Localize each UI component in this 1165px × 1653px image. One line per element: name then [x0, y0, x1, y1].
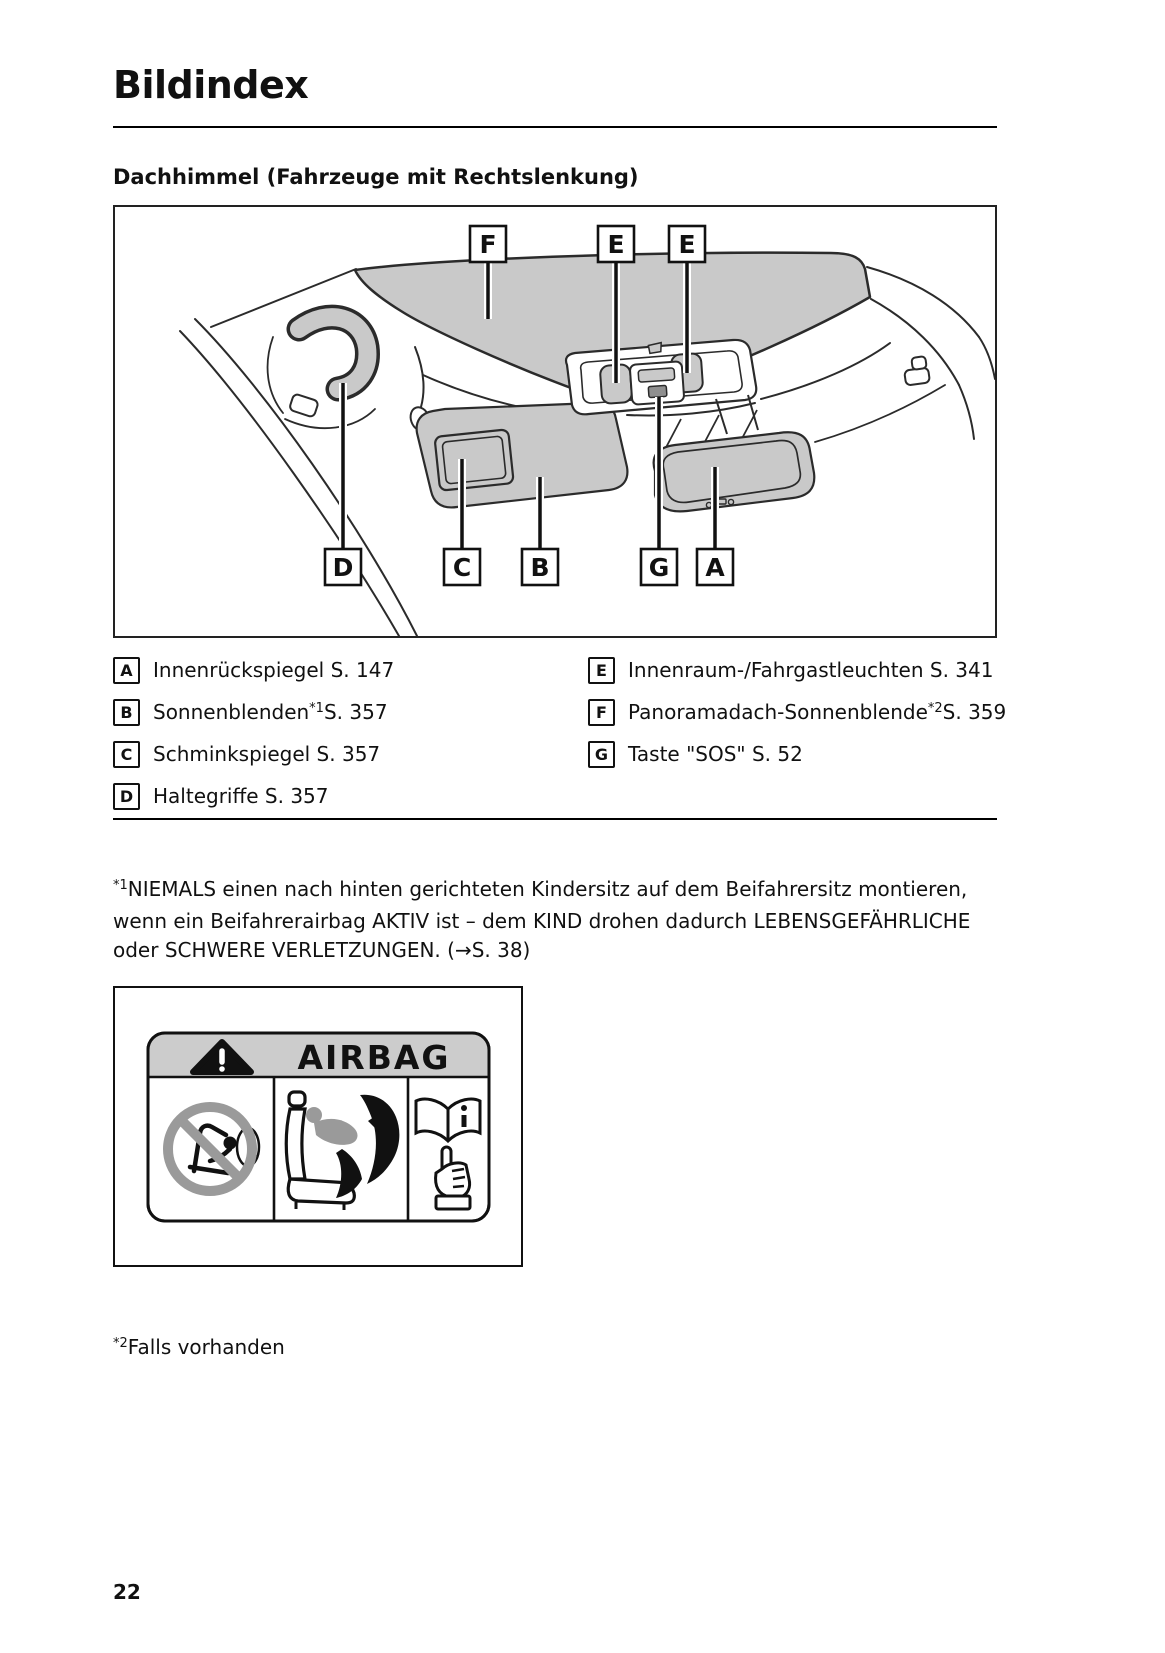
legend-text-F: Panoramadach-Sonnenblende*2S. 359 [628, 700, 1007, 724]
read-manual-pointing-hand-icon [414, 1097, 481, 1210]
page-title: Bildindex [113, 63, 309, 108]
no-rearfacing-child-seat-icon [162, 1101, 260, 1196]
callout-B: B [530, 553, 549, 582]
airbag-deployment-seat-icon [284, 1089, 399, 1210]
legend-item-B: B Sonnenblenden*1S. 357 [113, 698, 583, 726]
legend-key-A: A [113, 656, 140, 684]
callout-C: C [453, 553, 471, 582]
footnote-1-text: NIEMALS einen nach hinten gerichteten Ki… [113, 877, 971, 962]
airbag-warning-figure: AIRBAG [113, 986, 523, 1267]
sos-button [647, 384, 668, 399]
legend-text-B: Sonnenblenden*1S. 357 [153, 700, 388, 724]
roof-clip [903, 355, 931, 386]
legend-text-G: Taste "SOS" S. 52 [628, 742, 803, 766]
legend-item-A: A Innenrückspiegel S. 147 [113, 656, 583, 684]
callout-E1: E [607, 230, 624, 259]
callout-F: F [479, 230, 496, 259]
legend-text-D: Haltegriffe S. 357 [153, 784, 329, 808]
footnote-2: *2Falls vorhanden [113, 1333, 1003, 1365]
section-title: Dachhimmel (Fahrzeuge mit Rechtslenkung) [113, 165, 639, 190]
legend-text-C: Schminkspiegel S. 357 [153, 742, 381, 766]
legend-key-D: D [113, 782, 140, 810]
divider-legend-bottom [113, 818, 997, 820]
headliner-diagram-figure: F E E D C B G A [113, 205, 997, 638]
callout-A: A [705, 553, 725, 582]
coat-hook [289, 393, 319, 418]
footnote-2-text: Falls vorhanden [127, 1335, 285, 1359]
legend-column-left: A Innenrückspiegel S. 147 B Sonnenblende… [113, 656, 583, 824]
footnote-1: *1NIEMALS einen nach hinten gerichteten … [113, 875, 1003, 965]
legend-text-E: Innenraum-/Fahrgastleuchten S. 341 [628, 658, 994, 682]
footnote-2-marker: *2 [113, 1336, 128, 1351]
headliner-diagram: F E E D C B G A [179, 224, 995, 636]
legend-item-F: F Panoramadach-Sonnenblende*2S. 359 [588, 698, 1006, 726]
divider-top [113, 126, 997, 128]
leader-lines [341, 262, 717, 549]
legend-item-G: G Taste "SOS" S. 52 [588, 740, 997, 768]
footnote-1-marker: *1 [113, 878, 128, 893]
legend-key-E: E [588, 656, 615, 684]
legend-item-D: D Haltegriffe S. 357 [113, 782, 583, 810]
airbag-label-title: AIRBAG [297, 1038, 450, 1077]
legend-item-E: E Innenraum-/Fahrgastleuchten S. 341 [588, 656, 997, 684]
page-number: 22 [113, 1580, 141, 1604]
airbag-warning-label: AIRBAG [146, 1031, 490, 1222]
rearview-mirror [652, 431, 816, 513]
callout-E2: E [678, 230, 695, 259]
callout-letters: F E E D C B G A [333, 230, 726, 582]
legend-item-C: C Schminkspiegel S. 357 [113, 740, 583, 768]
legend-key-C: C [113, 740, 140, 768]
legend-key-B: B [113, 698, 140, 726]
warning-triangle-icon [189, 1038, 254, 1075]
callout-boxes [323, 224, 735, 587]
legend-text-A: Innenrückspiegel S. 147 [153, 658, 395, 682]
callout-D: D [333, 553, 354, 582]
legend-column-right: E Innenraum-/Fahrgastleuchten S. 341 F P… [588, 656, 1006, 782]
vanity-mirror [434, 428, 515, 492]
legend-key-F: F [588, 698, 615, 726]
assist-grip [286, 304, 380, 402]
legend-key-G: G [588, 740, 615, 768]
callout-G: G [649, 553, 670, 582]
